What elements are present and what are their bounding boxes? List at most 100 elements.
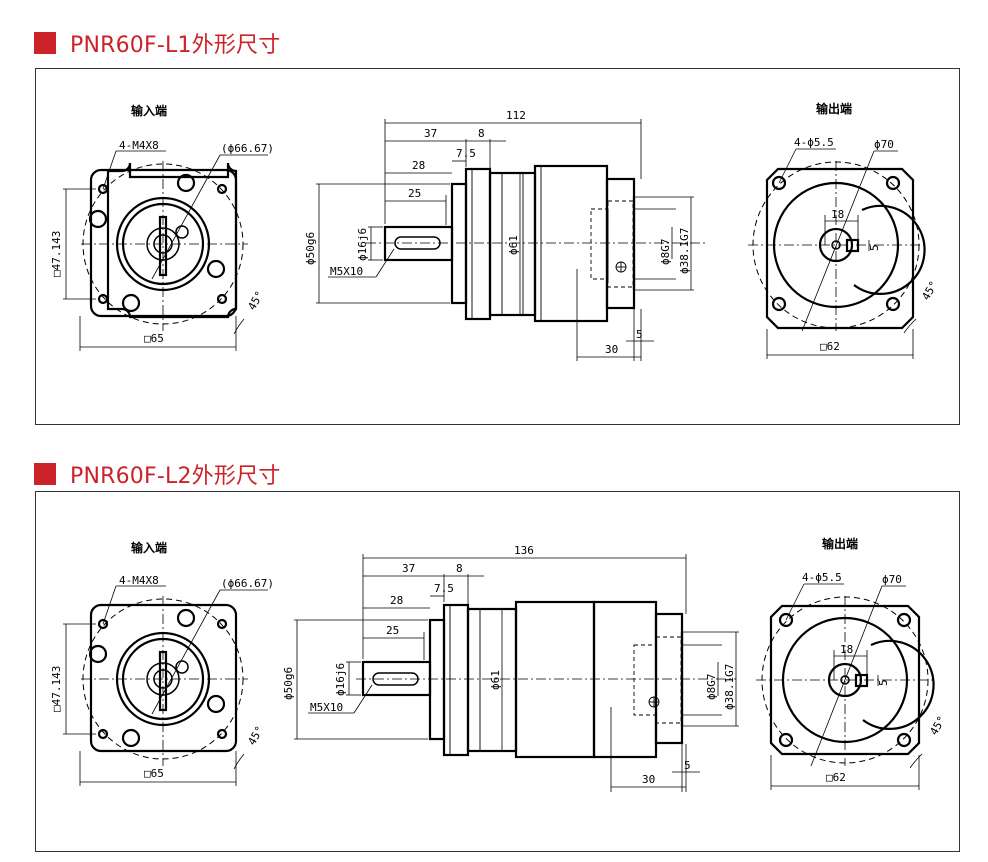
output-angle-arc: [903, 318, 917, 334]
key-end: [433, 236, 441, 250]
output-hole: [896, 612, 912, 628]
side-body-label: ϕ61: [489, 670, 502, 690]
output-end-view: 输出端 4-ϕ5.5 ϕ70: [748, 101, 941, 359]
input-end-view: 输入端 4-M4X8: [50, 540, 274, 786]
output-key-w-label: 18: [840, 643, 853, 656]
side-8-label: 8: [456, 562, 463, 575]
technical-drawing: 输入端 4-M4X8: [50, 536, 949, 792]
hidden-spigot: [607, 200, 634, 288]
side-spigot-label: ϕ38.1G7: [678, 228, 691, 274]
output-flange: [769, 604, 921, 756]
leader-thread: [353, 684, 373, 714]
output-pcd-label: ϕ70: [882, 573, 902, 586]
flange-outline: [106, 162, 238, 319]
side-pilot-label: ϕ50g6: [282, 667, 295, 700]
gear-housing: [533, 164, 609, 323]
mount-hole: [121, 728, 141, 748]
side-thread-label: M5X10: [330, 265, 363, 278]
output-flange: [765, 167, 915, 330]
flange-square: [89, 168, 238, 318]
clamp-hole: [175, 660, 189, 674]
key-end: [394, 236, 402, 250]
section-header: PNR60F-L2外形尺寸: [34, 458, 280, 490]
hidden-bore: [633, 644, 657, 716]
section-title: PNR60F-L2外形尺寸: [70, 464, 281, 489]
side-view: 112 37 8 28 7.5 25 ϕ50g6: [304, 109, 708, 361]
mount-hole: [88, 644, 108, 664]
input-square-label: □65: [144, 767, 164, 780]
pilot: [450, 182, 468, 305]
side-bore-label: ϕ8G7: [659, 239, 672, 266]
screw-hole: [216, 183, 228, 195]
input-side-label: □47.143: [50, 231, 63, 277]
side-7-5-label: 7.5: [456, 147, 476, 160]
output-holes-label: 4-ϕ5.5: [794, 136, 834, 149]
output-hole: [885, 296, 901, 312]
technical-drawing: 输入端: [50, 101, 941, 361]
input-holes-label: 4-M4X8: [119, 574, 159, 587]
screw-hole: [216, 728, 228, 740]
input-end-label: 输入端: [131, 103, 167, 118]
output-pcd-label: ϕ70: [874, 138, 894, 151]
output-square-label: □62: [826, 771, 846, 784]
input-pcd-label: (ϕ66.67): [221, 577, 274, 590]
side-37-label: 37: [402, 562, 415, 575]
leader-out-holes: [785, 583, 805, 621]
output-square-label: □62: [820, 340, 840, 353]
output-hole: [778, 732, 794, 748]
input-holes-label: 4-M4X8: [119, 139, 159, 152]
leader-out-pcd: [810, 585, 883, 767]
mount-hole: [88, 209, 108, 229]
side-30-label: 30: [605, 343, 618, 356]
output-inner-arc: [853, 204, 926, 295]
input-side-label: □47.143: [50, 666, 63, 712]
drawing-frame: 输入端: [35, 68, 960, 425]
pilot: [428, 618, 446, 741]
leader-out-holes: [778, 148, 797, 184]
screw-hole: [216, 293, 228, 305]
flange: [464, 167, 492, 321]
section-header: PNR60F-L1外形尺寸: [34, 27, 280, 59]
output-hole: [771, 175, 787, 191]
side-28-label: 28: [412, 159, 425, 172]
output-end-view: 输出端 4-ϕ5.5 ϕ70: [756, 536, 949, 790]
output-end-label: 输出端: [822, 536, 858, 551]
section-marker: [34, 463, 56, 485]
output-key: [845, 238, 860, 253]
side-thread-label: M5X10: [310, 701, 343, 714]
input-square-label: □65: [144, 332, 164, 345]
section-title: PNR60F-L1外形尺寸: [70, 33, 281, 58]
leader-thread: [375, 248, 395, 278]
side-25-label: 25: [386, 624, 399, 637]
screw-hole: [216, 618, 228, 630]
screw-hole: [97, 728, 109, 740]
screw-hole: [97, 183, 109, 195]
side-5-label: 5: [684, 759, 691, 772]
side-28-label: 28: [390, 594, 403, 607]
adapter: [654, 612, 684, 745]
side-25-label: 25: [408, 187, 421, 200]
angle-arc: [233, 318, 245, 335]
input-angle-label: 45°: [245, 724, 266, 748]
side-spigot-label: ϕ38.1G7: [723, 664, 736, 710]
side-body-label: ϕ61: [507, 235, 520, 255]
output-holes-label: 4-ϕ5.5: [802, 571, 842, 584]
side-bore-label: ϕ8G7: [705, 674, 718, 701]
output-angle-label: 45°: [919, 279, 940, 303]
screw-hole: [97, 293, 109, 305]
output-hole: [896, 732, 912, 748]
side-total-label: 112: [506, 109, 526, 122]
flange: [442, 603, 470, 757]
input-end-label: 输入端: [131, 540, 167, 555]
adapter: [605, 177, 636, 310]
input-end-view: 输入端: [50, 103, 274, 351]
clamp-hole: [175, 225, 189, 239]
leader-holes: [102, 585, 117, 625]
side-37-label: 37: [424, 127, 437, 140]
mount-hole: [121, 293, 141, 313]
input-angle-label: 45°: [245, 289, 266, 313]
output-hole: [885, 175, 901, 191]
leader-pcd: [151, 154, 221, 280]
flange-square: [89, 603, 238, 753]
output-angle-arc: [909, 753, 923, 769]
